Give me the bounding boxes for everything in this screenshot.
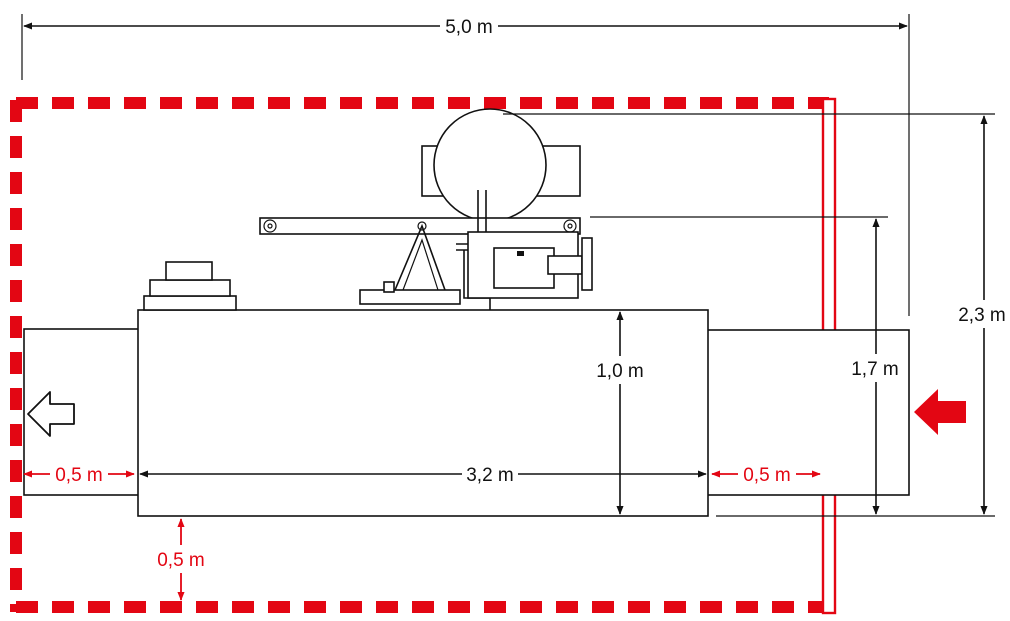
motor-assembly: [259, 108, 593, 310]
dim-clearance-left: 0,5 m: [23, 462, 135, 486]
dim-total-height: 2,3 m: [956, 115, 1008, 515]
top-block: [143, 261, 237, 311]
label-clearance-bottom: 0,5 m: [157, 550, 205, 571]
label-body-length: 3,2 m: [466, 465, 514, 486]
label-total-height: 2,3 m: [958, 305, 1006, 326]
label-clearance-right: 0,5 m: [743, 465, 791, 486]
label-total-width: 5,0 m: [445, 17, 493, 38]
dim-body-height: 1,0 m: [592, 311, 648, 515]
machine-body: [137, 309, 709, 517]
dim-total-width: 5,0 m: [23, 14, 908, 38]
dim-clearance-right: 0,5 m: [711, 462, 821, 486]
dim-clearance-bottom: 0,5 m: [152, 518, 210, 601]
dim-machine-height: 1,7 m: [848, 218, 902, 515]
label-body-height: 1,0 m: [596, 361, 644, 382]
hollow-arrow-left-icon: [27, 391, 75, 437]
label-machine-height: 1,7 m: [851, 359, 899, 380]
dim-body-length: 3,2 m: [139, 462, 707, 486]
label-clearance-left: 0,5 m: [55, 465, 103, 486]
filled-red-arrow-left-icon: [914, 389, 966, 435]
